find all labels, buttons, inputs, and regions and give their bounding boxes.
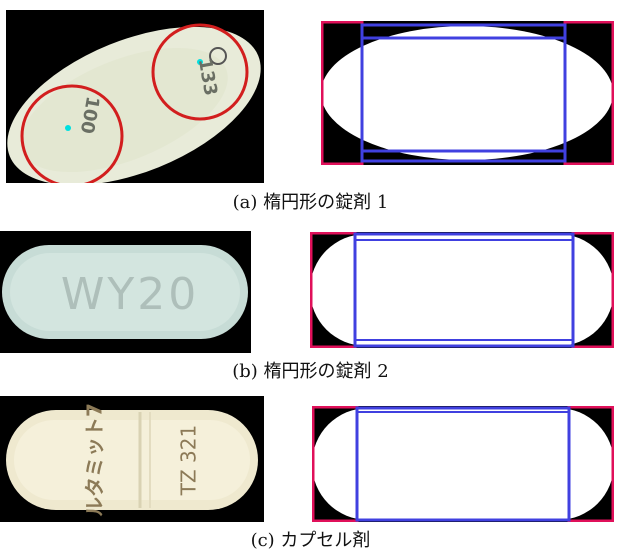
bbox-center-blue: [355, 406, 571, 522]
tablet-b-photo: WY20: [0, 231, 251, 353]
detection-circle-bottom: [20, 84, 124, 183]
imprint-tz321: TZ 321: [177, 425, 201, 496]
detection-circle-top: [151, 23, 249, 121]
mask-b-graphic: [309, 231, 615, 349]
center-dot-top: [197, 59, 203, 65]
mask-a-graphic: [320, 20, 615, 166]
capsule-c-graphic: ルタミット7 TZ 321: [0, 396, 264, 522]
caption-b: (b) 楕円形の錠剤 2: [232, 361, 389, 382]
bbox-center-blue: [353, 232, 575, 348]
capsule-c-photo: ルタミット7 TZ 321: [0, 396, 264, 522]
imprint-wy20: WY20: [61, 269, 199, 320]
caption-c: (c) カプセル剤: [250, 530, 371, 551]
imprint-katakana: ルタミット7: [83, 403, 107, 517]
tablet-a-graphic: 133 100: [6, 10, 264, 183]
mask-a: [320, 20, 615, 166]
imprint-logo: [209, 47, 227, 65]
mask-b: [309, 231, 615, 349]
caption-a: (a) 楕円形の錠剤 1: [232, 192, 389, 213]
mask-c: [311, 405, 615, 523]
mask-c-graphic: [311, 405, 615, 523]
tablet-a-photo: 133 100: [6, 10, 264, 183]
tablet-b-graphic: WY20: [0, 231, 251, 353]
center-dot-bottom: [65, 125, 71, 131]
bbox-center-blue: [360, 23, 567, 163]
